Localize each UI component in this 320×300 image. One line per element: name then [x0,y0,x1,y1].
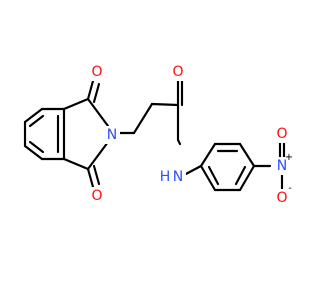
imide-carbonyl-top-carbon-bond [62,97,90,111]
nitro-negative-charge: - [288,183,292,194]
amide-oxygen-label: O [172,64,183,80]
nitro-oxygen-top-background [274,125,290,143]
imide-c-n-top-bond [86,97,110,128]
imide-nitrogen-label: N [107,127,117,143]
nitro-nitrogen-background [274,157,290,175]
aryl-ring-bond-1 [199,142,217,168]
amide-nitrogen-background [170,168,186,186]
benzo-bond-1 [23,107,44,124]
benzo-bond-3 [23,144,44,161]
nitro-oxygen-top-label: O [276,126,287,142]
aryl-inner-bond-3 [207,165,220,186]
imide-oxygen-top-label: O [91,64,102,80]
imide-o-bottom-bond-b [92,164,101,186]
imide-o-top-bond-a [86,79,95,101]
benzo-inner-bond-1 [28,114,45,128]
ch2-ch2-bond [150,102,180,107]
bond-lines [23,79,286,192]
aryl-ring-bond-6 [199,164,217,192]
imide-c-n-bottom-bond [86,140,110,171]
nitro-oxygen-bottom-background [274,189,290,207]
amide-nitrogen-label: N [173,169,183,185]
aryl-ring-bond-4 [238,164,256,192]
ch2-ch2-top-bond [132,102,154,135]
imide-oxygen-bottom-label: O [91,188,102,204]
amide-hydrogen-background [157,168,173,186]
aryl-ring-bond-3 [238,142,256,168]
nitro-nitrogen-label: N [277,158,287,174]
imide-oxygen-bottom-background [89,187,105,205]
amide-hydrogen-label: H [160,169,171,185]
benzo-inner-bond-2 [28,140,45,154]
nitro-positive-charge: + [285,152,293,163]
imide-o-bottom-bond-a [86,167,95,189]
amide-oxygen-background [170,63,186,81]
amide-c-n-bond [176,138,182,146]
imide-o-top-bond-b [92,82,101,104]
nitro-oxygen-bottom-label: O [276,190,287,206]
imide-nitrogen-background [104,126,120,144]
imide-oxygen-top-background [89,63,105,81]
imide-carbonyl-bottom-carbon-bond [62,157,90,171]
aryl-inner-bond-2 [234,165,247,186]
amide-n-ring-bond [182,164,203,177]
